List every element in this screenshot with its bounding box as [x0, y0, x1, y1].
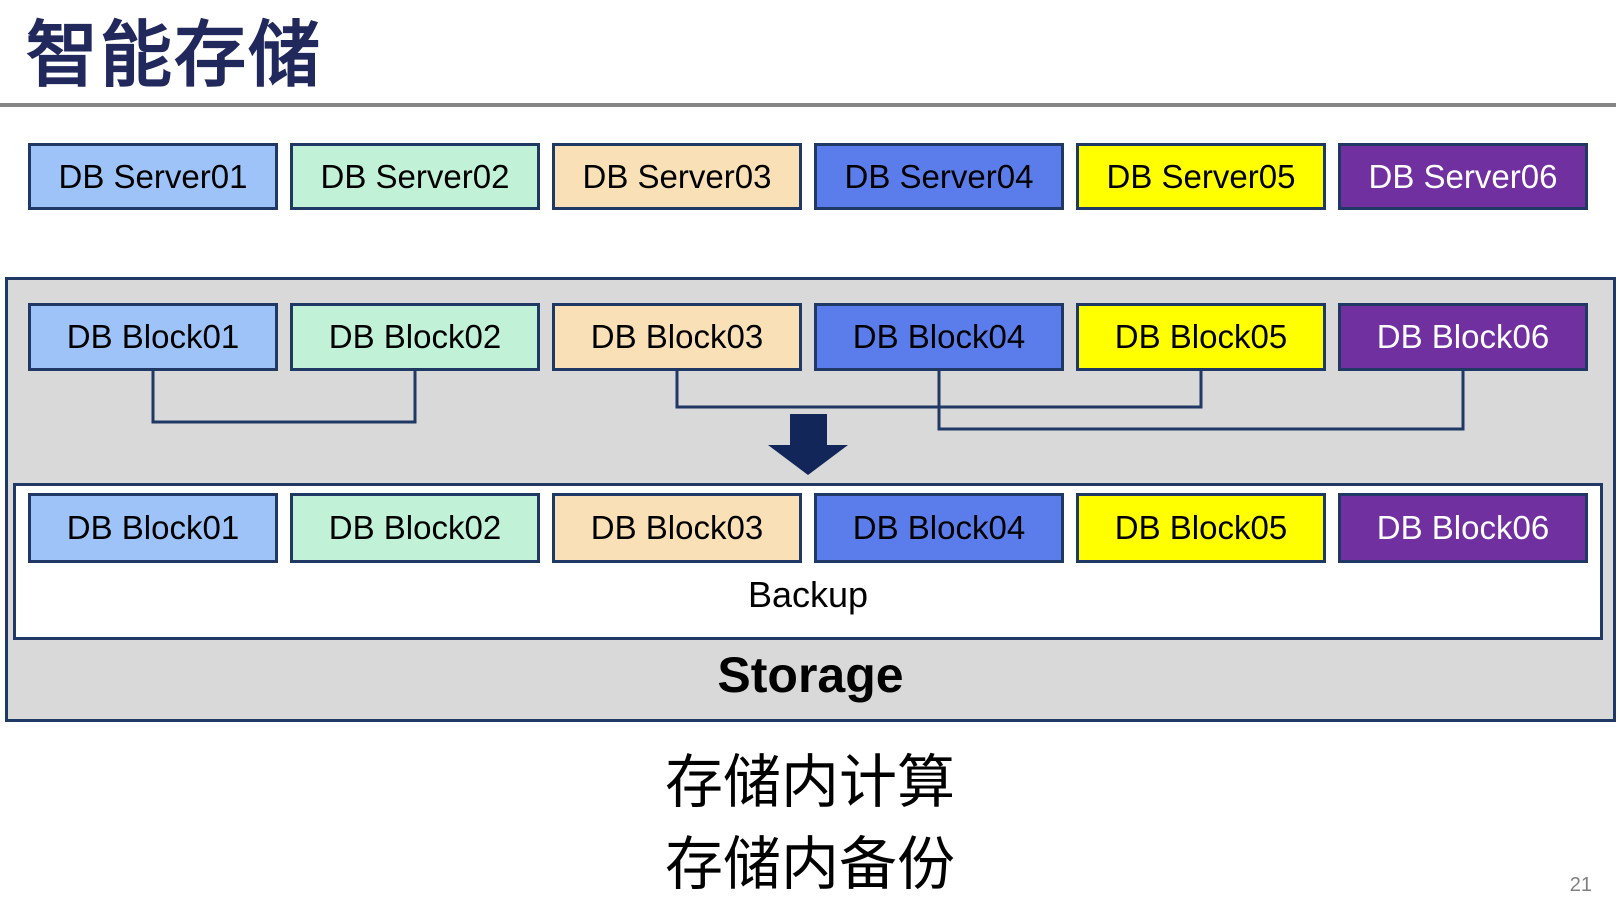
db-server-01-box: DB Server01 [28, 143, 278, 210]
db-server-03-box: DB Server03 [552, 143, 802, 210]
db-block-upper-02-box: DB Block02 [290, 303, 540, 371]
page-title: 智能存储 [26, 16, 323, 96]
db-server-05-box: DB Server05 [1076, 143, 1326, 210]
caption-line-1: 存储内计算 [664, 750, 955, 815]
db-block-upper-05-box: DB Block05 [1076, 303, 1326, 371]
title-divider [0, 103, 1616, 107]
db-server-02-box: DB Server02 [290, 143, 540, 210]
db-block-upper-04-box: DB Block04 [814, 303, 1064, 371]
db-block-upper-06-box: DB Block06 [1338, 303, 1588, 371]
db-block-upper-03-box: DB Block03 [552, 303, 802, 371]
backup-label: Backup [747, 574, 869, 615]
db-block-lower-03-box: DB Block03 [552, 493, 802, 563]
caption-line-2: 存储内备份 [664, 832, 955, 897]
db-block-lower-05-box: DB Block05 [1076, 493, 1326, 563]
db-block-upper-01-box: DB Block01 [28, 303, 278, 371]
db-block-lower-04-box: DB Block04 [814, 493, 1064, 563]
caption-block: 存储内计算 存储内备份 [0, 742, 1620, 906]
db-block-lower-02-box: DB Block02 [290, 493, 540, 563]
storage-label: Storage [717, 647, 904, 703]
db-block-lower-06-box: DB Block06 [1338, 493, 1588, 563]
db-server-04-box: DB Server04 [814, 143, 1064, 210]
db-block-lower-01-box: DB Block01 [28, 493, 278, 563]
page-number: 21 [1569, 874, 1592, 896]
db-server-06-box: DB Server06 [1338, 143, 1588, 210]
